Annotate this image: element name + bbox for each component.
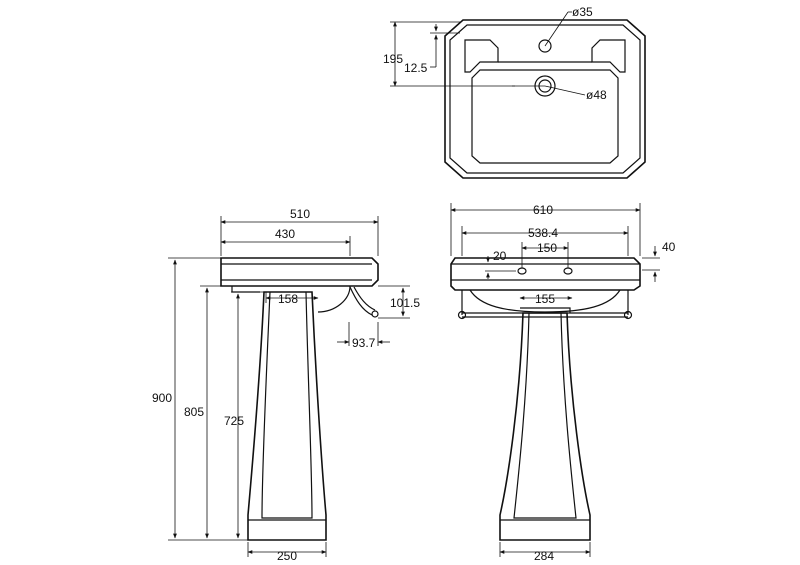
pedestal-base-width-label: 284 — [534, 549, 554, 563]
side-view: 510 430 158 101.5 93.7 900 805 725 250 — [152, 207, 420, 563]
trap-height-label: 101.5 — [390, 296, 420, 310]
trap-offset-label: 93.7 — [352, 336, 376, 350]
back-to-tap-label: 12.5 — [404, 61, 428, 75]
basin-underside-height-label: 805 — [184, 405, 204, 419]
rim-height-label: 40 — [662, 240, 676, 254]
pedestal-base-depth-label: 250 — [277, 549, 297, 563]
overall-depth-label: 510 — [290, 207, 310, 221]
depth-to-waste-label: 195 — [383, 52, 403, 66]
tap-centres-label: 150 — [537, 241, 557, 255]
bowl-depth-label: 430 — [275, 227, 295, 241]
front-view: 610 538.4 150 20 40 155 284 — [450, 203, 676, 563]
pedestal-height-label: 725 — [224, 414, 244, 428]
tap-hole-diameter-label: ø35 — [572, 5, 593, 19]
waste-diameter-label: ø48 — [586, 88, 607, 102]
towel-rail-width-label: 538.4 — [528, 226, 558, 240]
top-view: ø35 ø48 195 12.5 — [383, 5, 646, 179]
pedestal-offset-label: 158 — [278, 292, 298, 306]
tap-offset-label: 20 — [493, 249, 507, 263]
overall-height-label: 900 — [152, 391, 172, 405]
overall-width-label: 610 — [533, 203, 553, 217]
pedestal-top-width-label: 155 — [535, 292, 555, 306]
